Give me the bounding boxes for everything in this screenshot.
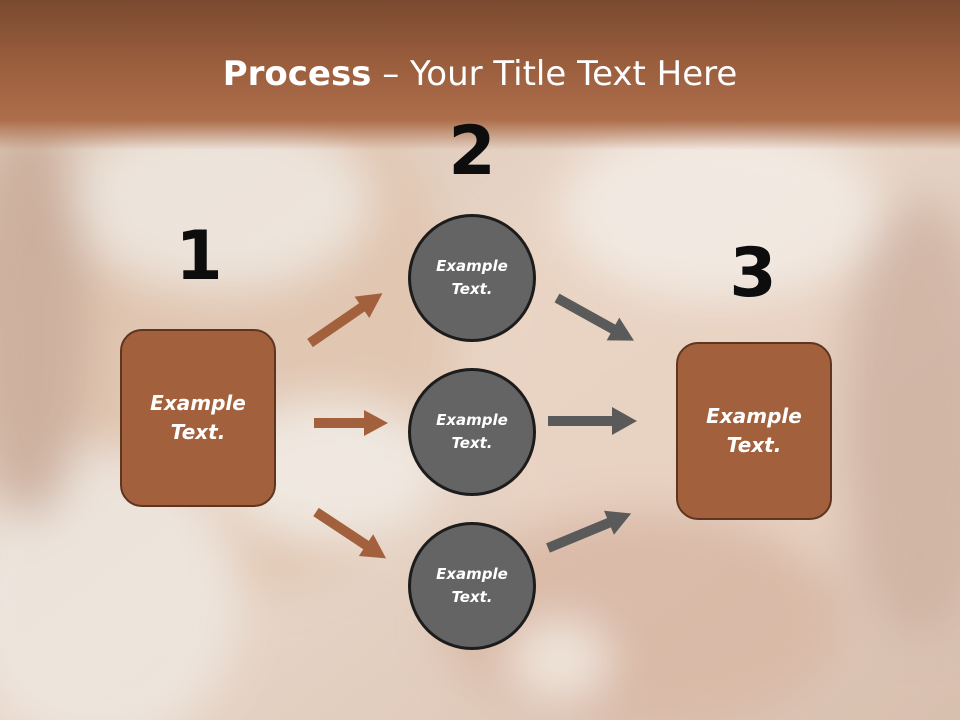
arrow-right-icon bbox=[314, 410, 388, 436]
step-3-number: 3 bbox=[729, 234, 777, 313]
arrow-right-icon bbox=[546, 510, 632, 553]
step-2-circle-top-label: Example Text. bbox=[436, 257, 508, 298]
step-2-circle-top: Example Text. bbox=[408, 214, 536, 342]
arrow-right-icon bbox=[307, 293, 383, 348]
step-2-number: 2 bbox=[448, 112, 496, 191]
step-2-circle-middle: Example Text. bbox=[408, 368, 536, 496]
arrow-right-icon bbox=[313, 507, 387, 559]
step-2-circle-bottom: Example Text. bbox=[408, 522, 536, 650]
step-2-circle-bottom-label: Example Text. bbox=[436, 565, 508, 606]
title-rest: – Your Title Text Here bbox=[371, 54, 738, 94]
arrow-right-icon bbox=[548, 407, 637, 435]
step-3-label: Example Text. bbox=[706, 404, 802, 457]
step-1-box: Example Text. bbox=[120, 329, 276, 507]
step-1-number: 1 bbox=[175, 217, 223, 296]
step-1-label: Example Text. bbox=[150, 391, 246, 444]
step-2-circle-middle-label: Example Text. bbox=[436, 411, 508, 452]
title-bar bbox=[0, 0, 960, 150]
title-bold: Process bbox=[222, 54, 372, 94]
step-3-box: Example Text. bbox=[676, 342, 832, 520]
slide-title: Process – Your Title Text Here bbox=[0, 52, 960, 96]
arrow-right-icon bbox=[554, 293, 634, 341]
